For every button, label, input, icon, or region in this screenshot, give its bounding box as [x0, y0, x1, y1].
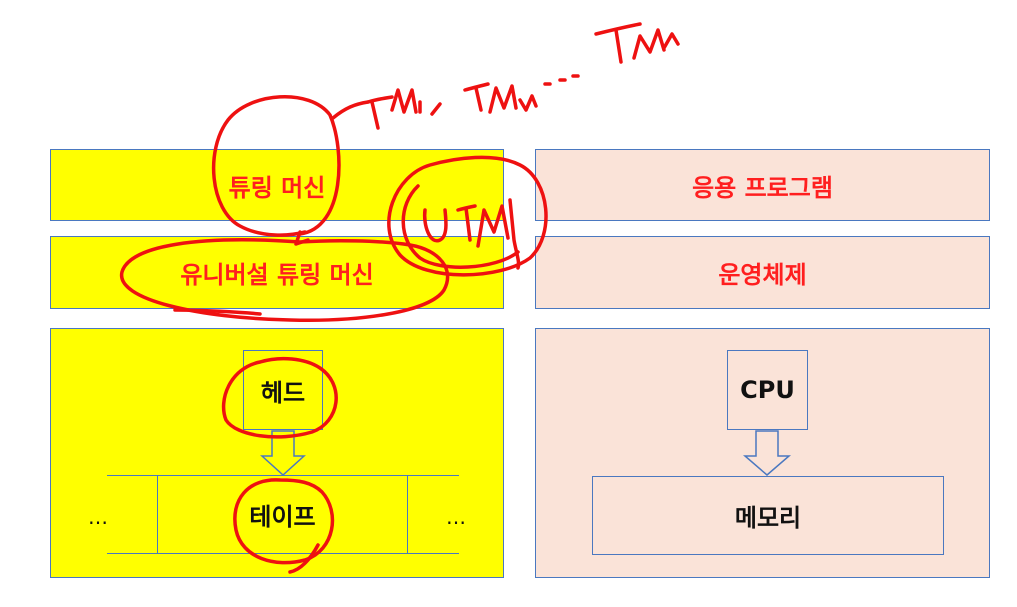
- cpu-box: CPU: [727, 350, 808, 430]
- os-label: 운영체제: [718, 261, 807, 289]
- turing-machine-box: 튜링 머신: [50, 149, 504, 221]
- head-label: 헤드: [260, 378, 306, 407]
- tape-left-divider: [157, 475, 158, 553]
- universal-turing-machine-label: 유니버설 튜링 머신: [180, 261, 374, 289]
- memory-label: 메모리: [734, 504, 802, 532]
- tape-dots-right: …: [446, 505, 466, 529]
- application-box: 응용 프로그램: [535, 149, 990, 221]
- tape-bottom-line: [107, 553, 459, 554]
- tape-right-divider: [407, 475, 408, 553]
- universal-turing-machine-box: 유니버설 튜링 머신: [50, 236, 504, 309]
- tape-label: 테이프: [249, 503, 316, 531]
- head-box: 헤드: [243, 350, 323, 430]
- memory-box: 메모리: [592, 476, 944, 555]
- tm-connector-line: [331, 100, 370, 120]
- application-label: 응용 프로그램: [692, 173, 833, 202]
- os-box: 운영체제: [535, 236, 990, 309]
- tape-cell: 테이프: [158, 476, 407, 553]
- cpu-label: CPU: [740, 376, 795, 404]
- tm1-handwriting: [366, 95, 394, 130]
- tape-dots-left: …: [88, 505, 108, 529]
- turing-machine-label: 튜링 머신: [228, 173, 326, 202]
